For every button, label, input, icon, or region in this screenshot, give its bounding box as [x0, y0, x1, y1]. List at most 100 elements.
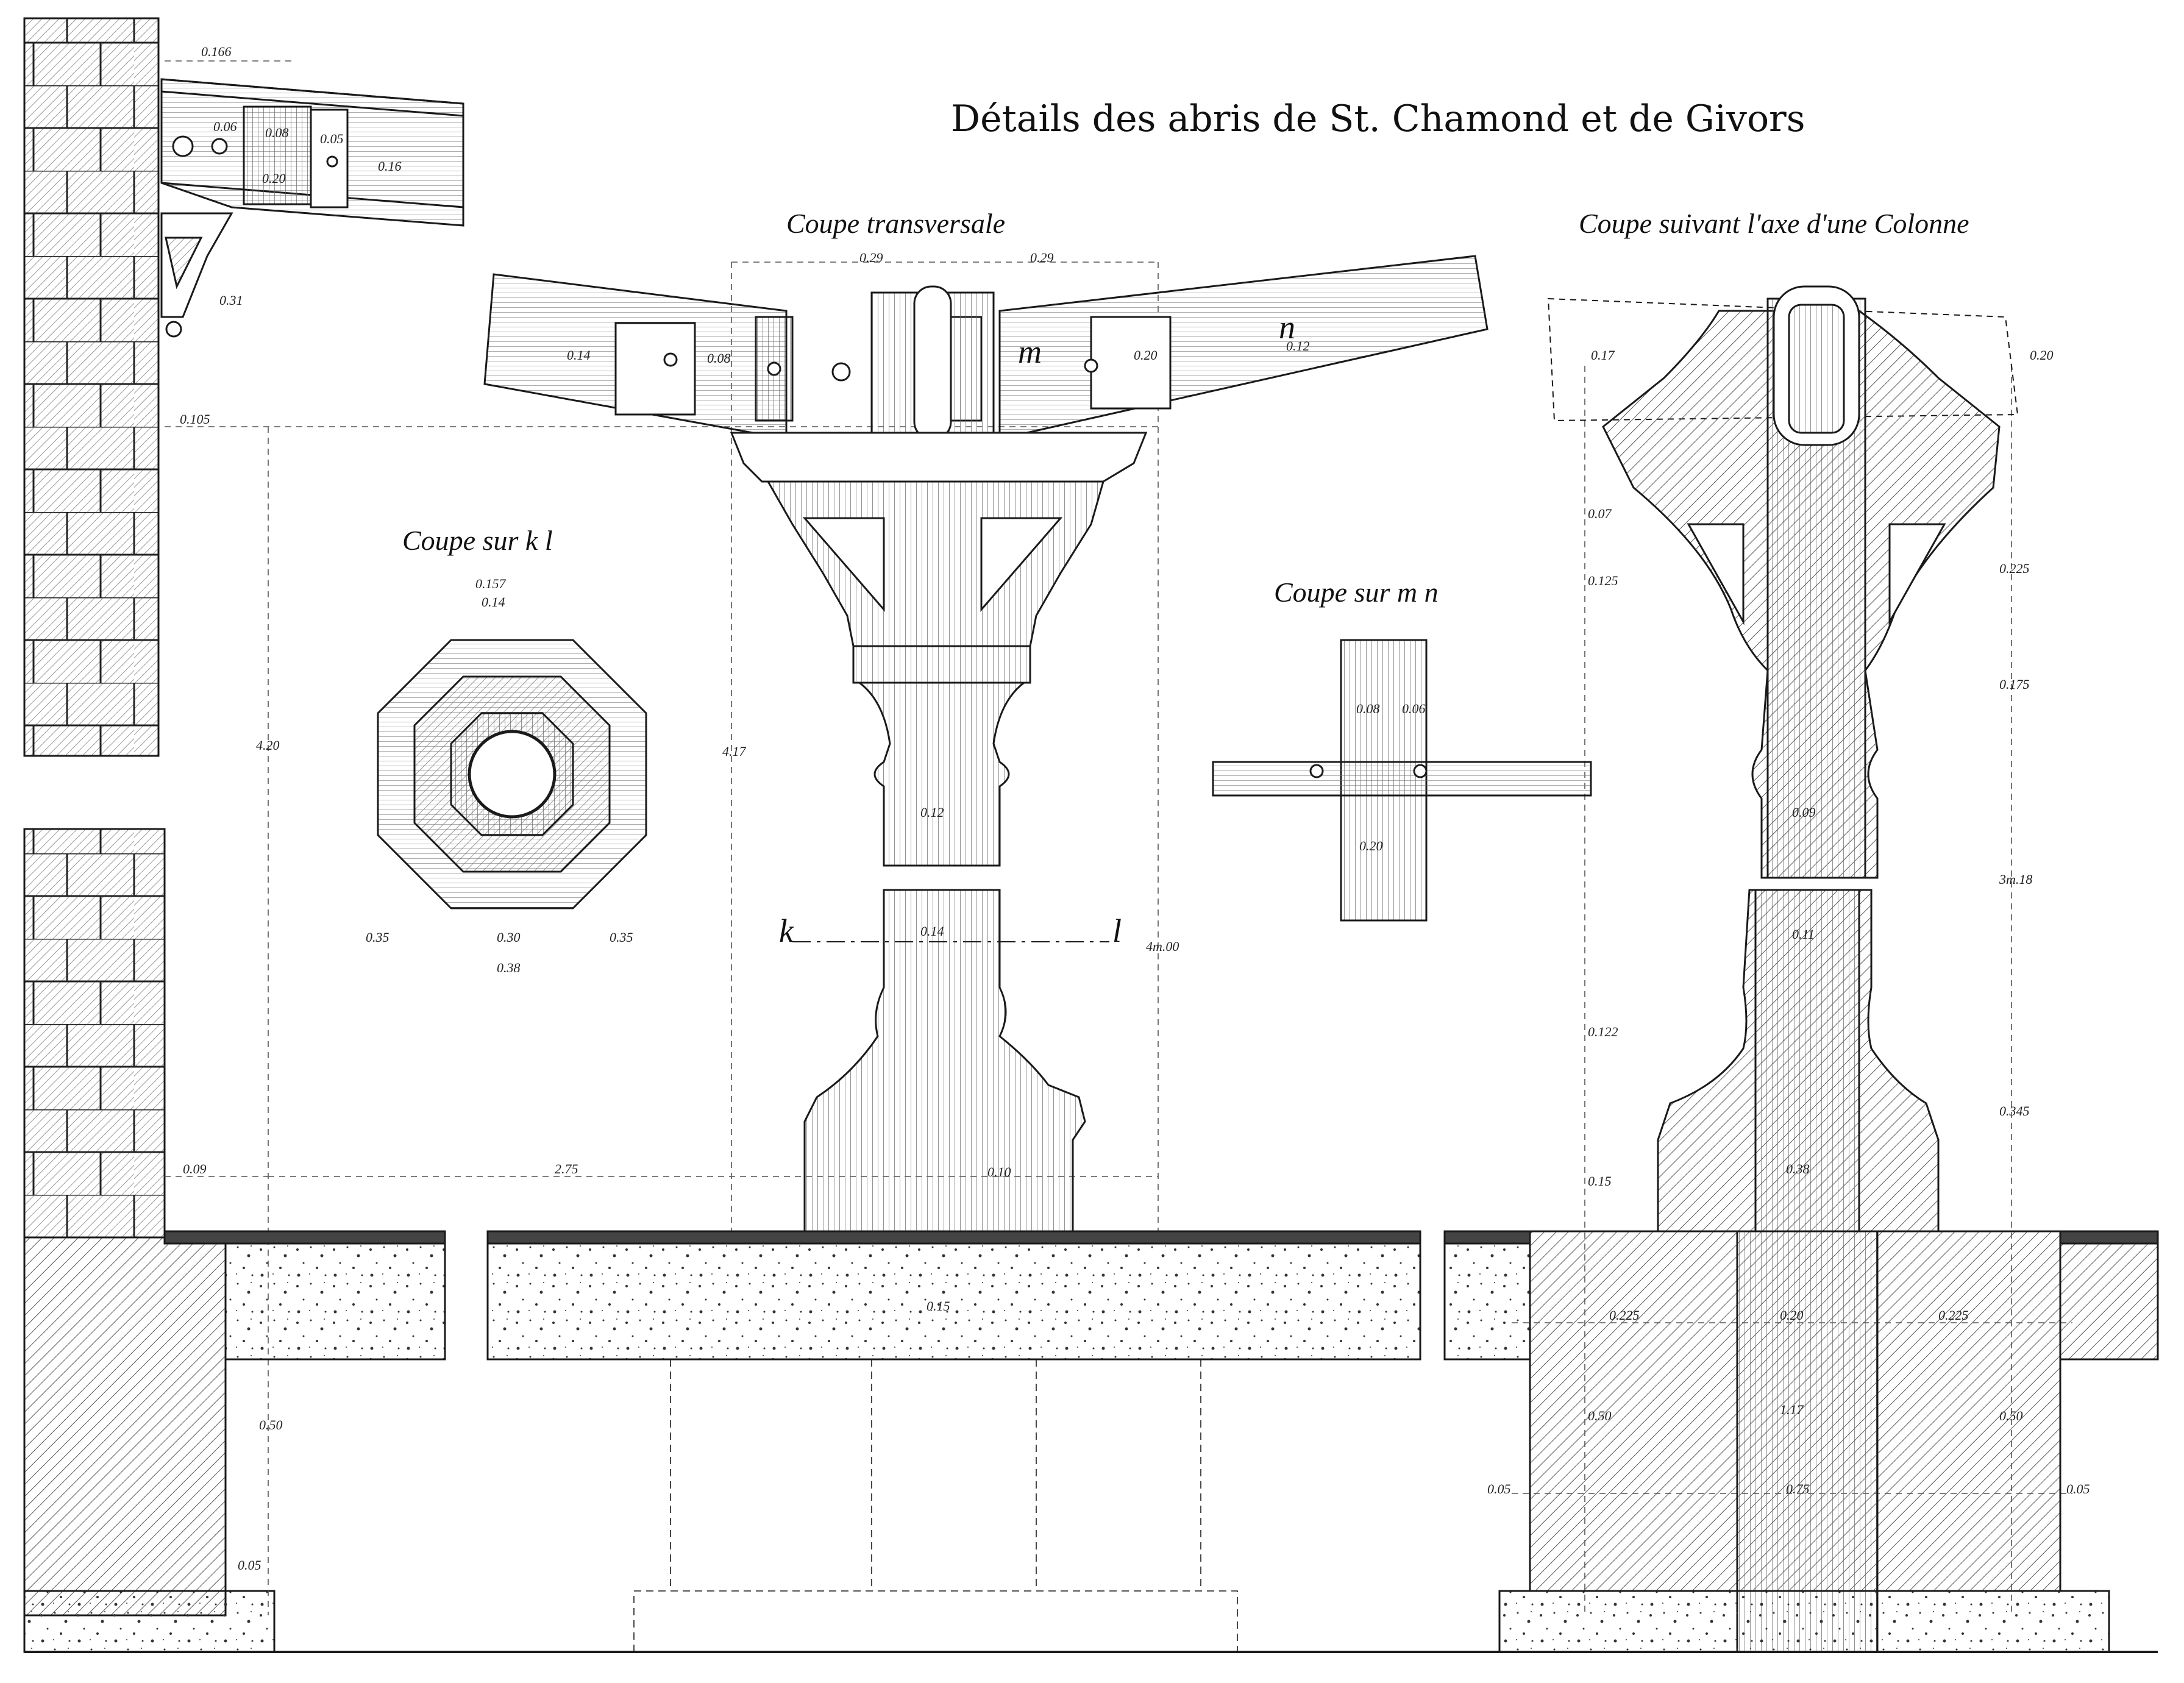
mn-horizontal-beam — [1212, 761, 1592, 797]
axis-base-core — [1754, 889, 1860, 1233]
dim-label: 0.05 — [320, 131, 344, 146]
column-shaft-upper — [856, 681, 1027, 867]
drawing-title: Détails des abris de St. Chamond et de G… — [951, 98, 1805, 140]
dimension-labels: 0.166 0.06 0.08 0.05 0.20 0.16 0.31 0.10… — [180, 44, 2090, 1573]
wall-elevation — [23, 17, 276, 1653]
dim-label: 0.16 — [378, 158, 402, 174]
dim-label: 0.50 — [1999, 1408, 2023, 1423]
dim-label: 0.35 — [610, 930, 633, 945]
dim-label: 0.225 — [1938, 1308, 1969, 1323]
floor-slab — [24, 1230, 2159, 1653]
dim-label: 0.38 — [1786, 1161, 1810, 1176]
dim-label: 2.75 — [555, 1161, 578, 1176]
bolt-icon — [831, 362, 851, 382]
dim-label: 0.31 — [219, 293, 243, 308]
column-shaft-lower — [803, 889, 1086, 1233]
dim-label: 3m.18 — [1999, 872, 2032, 887]
bolt-icon — [1309, 764, 1324, 778]
dim-label: 1.17 — [1780, 1402, 1804, 1417]
capital-opening — [802, 517, 885, 613]
dim-label: 0.06 — [1402, 701, 1426, 716]
dim-label: 0.17 — [1591, 347, 1615, 363]
dim-label: 0.08 — [1356, 701, 1380, 716]
dim-label: 0.105 — [180, 411, 210, 427]
dim-label: 0.05 — [2066, 1481, 2090, 1496]
bracket-opening — [165, 237, 203, 290]
caption-column-axis-section: Coupe suivant l'axe d'une Colonne — [1579, 208, 1969, 239]
dim-label: 0.225 — [1609, 1308, 1640, 1323]
dim-label: 0.12 — [1286, 338, 1310, 354]
dim-label: 4.20 — [256, 738, 280, 753]
dim-label: 0.09 — [183, 1161, 207, 1176]
section-kl — [377, 639, 647, 909]
bolt-icon — [165, 321, 182, 338]
dim-label: 0.15 — [927, 1298, 950, 1314]
dim-label: 0.166 — [201, 44, 232, 59]
dim-label: 0.14 — [567, 347, 591, 363]
dim-label: 0.08 — [265, 125, 289, 140]
axis-opening — [1687, 523, 1745, 625]
dim-label: 0.05 — [238, 1557, 261, 1573]
capital-top — [730, 432, 1148, 483]
rafter-right — [998, 255, 1489, 440]
dim-label: 0.07 — [1588, 506, 1612, 521]
wall-footing-base — [23, 1590, 276, 1653]
column-axis-section — [1498, 285, 2110, 1653]
axis-slot-inner — [1788, 304, 1845, 434]
section-letters: k l m n — [779, 309, 1295, 949]
label-k: k — [779, 913, 794, 949]
dim-label: 0.125 — [1588, 573, 1618, 588]
dim-label: 0.05 — [1487, 1481, 1511, 1496]
dim-label: 0.122 — [1588, 1024, 1618, 1039]
bolt-icon — [663, 352, 678, 367]
bolt-icon — [326, 155, 338, 168]
bolt-icon — [172, 135, 194, 157]
brick-wall-upper — [23, 17, 160, 757]
dim-label: 0.06 — [213, 119, 237, 134]
dim-label: 0.11 — [1792, 927, 1815, 942]
dim-label: 0.20 — [262, 171, 286, 186]
dim-label: 0.35 — [366, 930, 389, 945]
dim-label: 4m.00 — [1146, 939, 1179, 954]
capital-body — [766, 480, 1104, 647]
dim-label: 0.345 — [1999, 1103, 2030, 1119]
caption-section-kl: Coupe sur k l — [402, 525, 553, 556]
dim-label: 0.20 — [1780, 1308, 1804, 1323]
transverse-section — [483, 255, 1489, 1233]
label-m: m — [1018, 333, 1042, 370]
axis-opening — [1888, 523, 1946, 625]
dim-label: 0.157 — [475, 576, 507, 591]
dim-label: 0.14 — [482, 594, 505, 610]
dim-label: 0.10 — [987, 1164, 1011, 1180]
octagon-bore — [468, 730, 557, 819]
column-head-slot — [913, 285, 952, 440]
axis-foundation-base — [1498, 1590, 2110, 1653]
dim-label: 0.20 — [1134, 347, 1158, 363]
beam-web-plate — [310, 109, 349, 208]
dim-label: 0.20 — [2030, 347, 2054, 363]
dim-label: 0.15 — [1588, 1173, 1612, 1189]
bolt-icon — [1413, 764, 1428, 778]
axis-foundation-core — [1736, 1230, 1879, 1653]
bolt-icon — [211, 138, 228, 155]
dim-label: 0.75 — [1786, 1481, 1810, 1496]
rafter-web-plate — [1090, 316, 1172, 410]
beam-web-plate — [243, 105, 312, 205]
shaft-collar — [852, 645, 1031, 684]
bolt-icon — [1084, 358, 1098, 373]
label-l: l — [1112, 913, 1122, 949]
wall-footing — [23, 1236, 227, 1617]
bolt-icon — [767, 361, 781, 376]
section-mn — [1212, 639, 1592, 922]
brick-wall-lower — [23, 828, 166, 1239]
dim-label: 0.38 — [497, 960, 521, 975]
capital-opening — [980, 517, 1063, 613]
dim-label: 0.14 — [920, 923, 944, 939]
rafter-web-plate — [614, 322, 696, 416]
wall-beam-detail — [160, 78, 464, 338]
dim-label: 0.20 — [1359, 838, 1383, 853]
dim-label: 0.50 — [259, 1417, 283, 1432]
dim-label: 0.09 — [1792, 805, 1816, 820]
caption-transverse-section: Coupe transversale — [786, 208, 1006, 239]
